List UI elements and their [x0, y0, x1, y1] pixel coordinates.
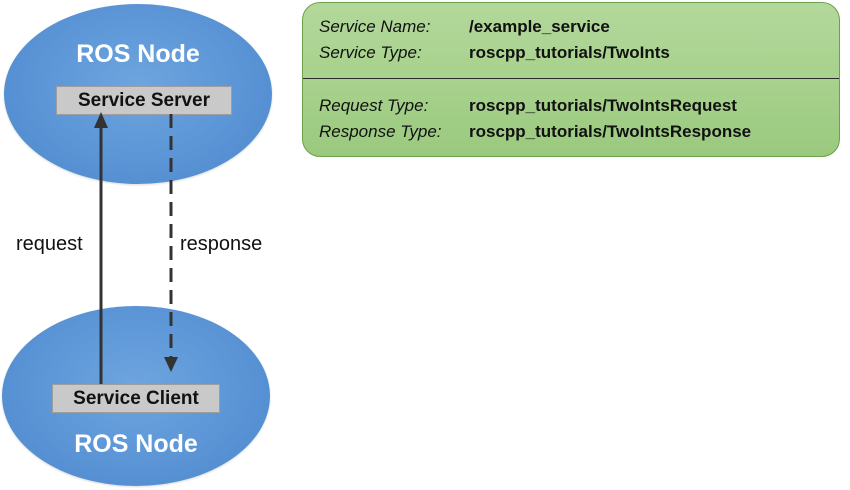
service-info-panel: Service Name: /example_service Service T…	[302, 2, 840, 157]
service-name-value: /example_service	[469, 17, 610, 36]
service-server-box: Service Server	[56, 86, 232, 115]
info-divider	[303, 78, 839, 79]
server-node-title: ROS Node	[76, 40, 200, 68]
service-type-value: roscpp_tutorials/TwoInts	[469, 43, 670, 62]
request-type-key: Request Type:	[319, 96, 429, 115]
request-label: request	[16, 233, 83, 255]
request-type-value: roscpp_tutorials/TwoIntsRequest	[469, 96, 737, 115]
request-arrow	[94, 112, 108, 384]
service-type-key: Service Type:	[319, 43, 422, 62]
response-arrow	[164, 114, 178, 372]
service-client-box: Service Client	[52, 384, 220, 413]
request-arrow-head	[94, 112, 108, 128]
response-label: response	[180, 233, 263, 255]
client-node-title: ROS Node	[74, 430, 198, 458]
client-ros-node: Service Client ROS Node	[2, 306, 270, 486]
server-ros-node: ROS Node Service Server	[4, 4, 272, 184]
service-name-key: Service Name:	[319, 17, 431, 36]
response-type-value: roscpp_tutorials/TwoIntsResponse	[469, 122, 752, 141]
response-arrow-head	[164, 357, 178, 372]
response-type-key: Response Type:	[319, 122, 442, 141]
